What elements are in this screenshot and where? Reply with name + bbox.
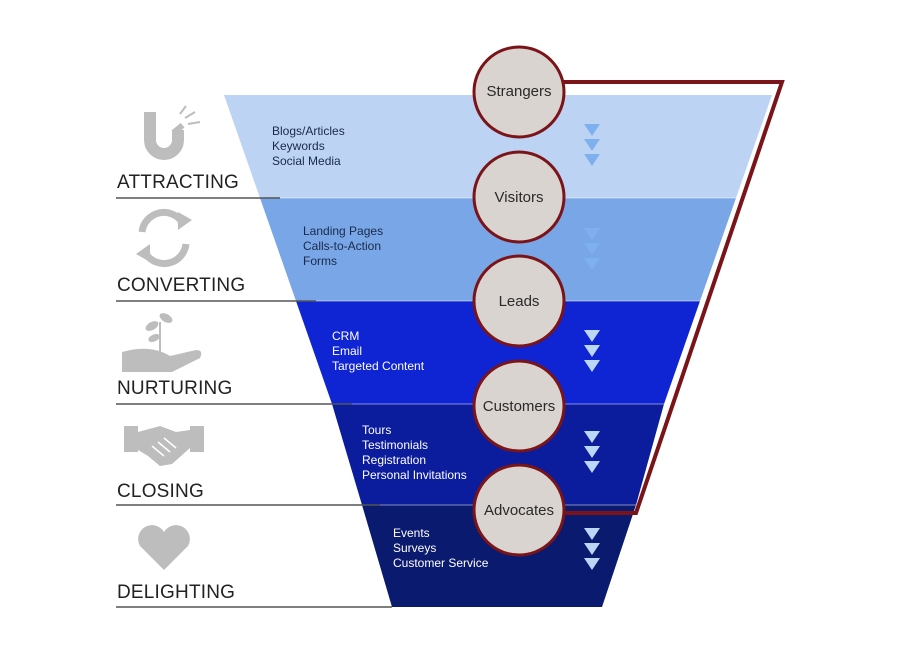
item: Events bbox=[393, 526, 430, 540]
closing-items: Tours Testimonials Registration Personal… bbox=[362, 423, 467, 483]
down-arrow-icon bbox=[584, 543, 600, 555]
magnet-icon bbox=[144, 105, 201, 160]
item: Calls-to-Action bbox=[303, 239, 382, 253]
stage-label-converting: CONVERTING bbox=[117, 275, 246, 296]
item: Surveys bbox=[393, 541, 437, 555]
funnel-band-delighting bbox=[362, 505, 636, 607]
down-arrow-icon bbox=[584, 345, 600, 357]
stage-label-attracting: ATTRACTING bbox=[117, 172, 239, 193]
down-arrow-icon bbox=[584, 139, 600, 151]
converting-items: Landing Pages Calls-to-Action Forms bbox=[303, 224, 383, 269]
funnel-band-converting bbox=[260, 198, 736, 301]
funnel-band-nurturing bbox=[296, 301, 700, 404]
stage-circle bbox=[472, 254, 566, 348]
stage-circle bbox=[472, 359, 566, 453]
stage-label-nurturing: NURTURING bbox=[117, 378, 233, 399]
down-arrow-icon bbox=[584, 446, 600, 458]
item: Blogs/Articles bbox=[272, 124, 345, 138]
stage-circle bbox=[472, 463, 566, 557]
down-arrow-icon bbox=[584, 461, 600, 473]
down-arrow-icon bbox=[584, 258, 600, 270]
item: CRM bbox=[332, 329, 360, 343]
nurturing-items: CRM Email Targeted Content bbox=[332, 329, 424, 374]
item: Landing Pages bbox=[303, 224, 384, 238]
item: Personal Invitations bbox=[362, 468, 467, 482]
circle-label-leads: Leads bbox=[498, 293, 540, 310]
circle-label-advocates: Advocates bbox=[483, 502, 555, 519]
item: Tours bbox=[362, 423, 392, 437]
item: Targeted Content bbox=[332, 359, 425, 373]
delighting-items: Events Surveys Customer Service bbox=[393, 526, 488, 571]
journey-bracket bbox=[560, 80, 785, 515]
refresh-icon bbox=[136, 209, 192, 267]
attracting-items: Blogs/Articles Keywords Social Media bbox=[272, 124, 345, 169]
stage-label-closing: CLOSING bbox=[117, 481, 204, 502]
item: Keywords bbox=[272, 139, 325, 153]
stage-label-delighting: DELIGHTING bbox=[117, 582, 236, 603]
heart-icon bbox=[138, 525, 190, 570]
down-arrow-icon bbox=[584, 330, 600, 342]
down-arrow-icon bbox=[584, 360, 600, 372]
stage-circle bbox=[472, 150, 566, 244]
funnel-band-attracting bbox=[224, 95, 772, 198]
down-arrow-icon bbox=[584, 431, 600, 443]
down-arrow-icon bbox=[584, 228, 600, 240]
arrow-stacks bbox=[584, 124, 600, 570]
stage-circle bbox=[472, 45, 566, 139]
item: Testimonials bbox=[362, 438, 429, 452]
item: Customer Service bbox=[393, 556, 489, 570]
down-arrow-icon bbox=[584, 124, 600, 136]
plant-in-hand-icon bbox=[122, 313, 202, 372]
down-arrow-icon bbox=[584, 528, 600, 540]
down-arrow-icon bbox=[584, 154, 600, 166]
item: Forms bbox=[303, 254, 337, 268]
down-arrow-icon bbox=[584, 243, 600, 255]
item: Registration bbox=[362, 453, 427, 467]
circle-label-customers: Customers bbox=[482, 398, 556, 415]
down-arrow-icon bbox=[584, 558, 600, 570]
item: Email bbox=[332, 344, 363, 358]
circle-label-visitors: Visitors bbox=[494, 189, 544, 206]
handshake-icon bbox=[124, 426, 204, 466]
circle-label-strangers: Strangers bbox=[486, 83, 552, 100]
item: Social Media bbox=[272, 154, 341, 168]
funnel-band-closing bbox=[332, 404, 664, 505]
